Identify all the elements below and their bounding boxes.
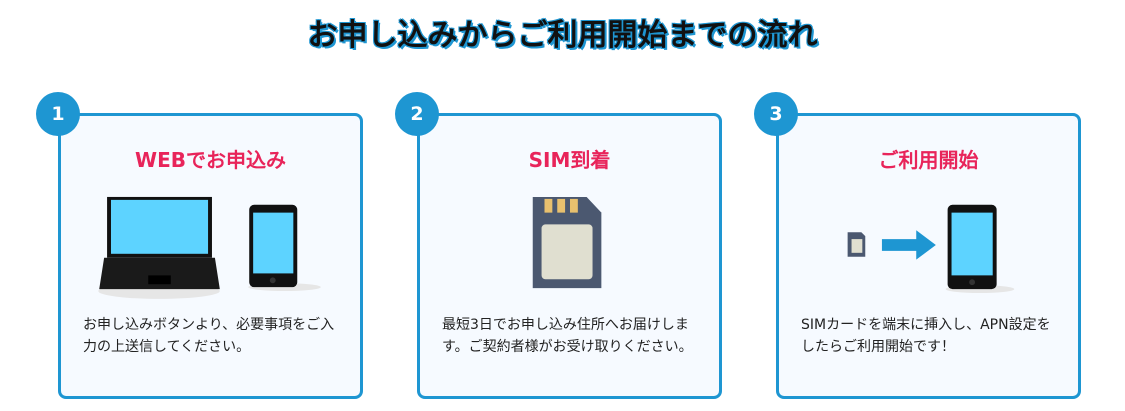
step-card-3: 3 ご利用開始 SIMカードを端末に挿入し、APN設定をしたらご利用開始です！ <box>754 92 1081 399</box>
step-number-badge: 1 <box>36 92 80 136</box>
step-description: 最短3日でお申し込み住所へお届けします。ご契約者様がお受け取りください。 <box>442 317 693 355</box>
sim-card-icon <box>532 196 602 289</box>
step-description: SIMカードを端末に挿入し、APN設定をしたらご利用開始です！ <box>801 317 1051 355</box>
step-title: SIM到着 <box>528 148 611 172</box>
laptop-and-phone-icon <box>98 196 321 299</box>
step-number-badge: 2 <box>395 92 439 136</box>
step-card-2: 2 SIM到着 最短3日でお申し込み住所へお届けします。ご契約者様がお受け取りく… <box>395 92 722 399</box>
step-description: お申し込みボタンより、必要事項をご入力の上送信してください。 <box>83 317 335 355</box>
sim-to-phone-icon <box>847 204 1015 294</box>
step-number-badge: 3 <box>754 92 798 136</box>
page-title: お申し込みからご利用開始までの流れ <box>307 18 818 53</box>
step-title: WEBでお申込み <box>135 148 286 172</box>
step-title: ご利用開始 <box>878 148 979 172</box>
step-card-1: 1 WEBでお申込み お申し込みボタンより、必要事項をご入力の上送信してください… <box>36 92 363 399</box>
